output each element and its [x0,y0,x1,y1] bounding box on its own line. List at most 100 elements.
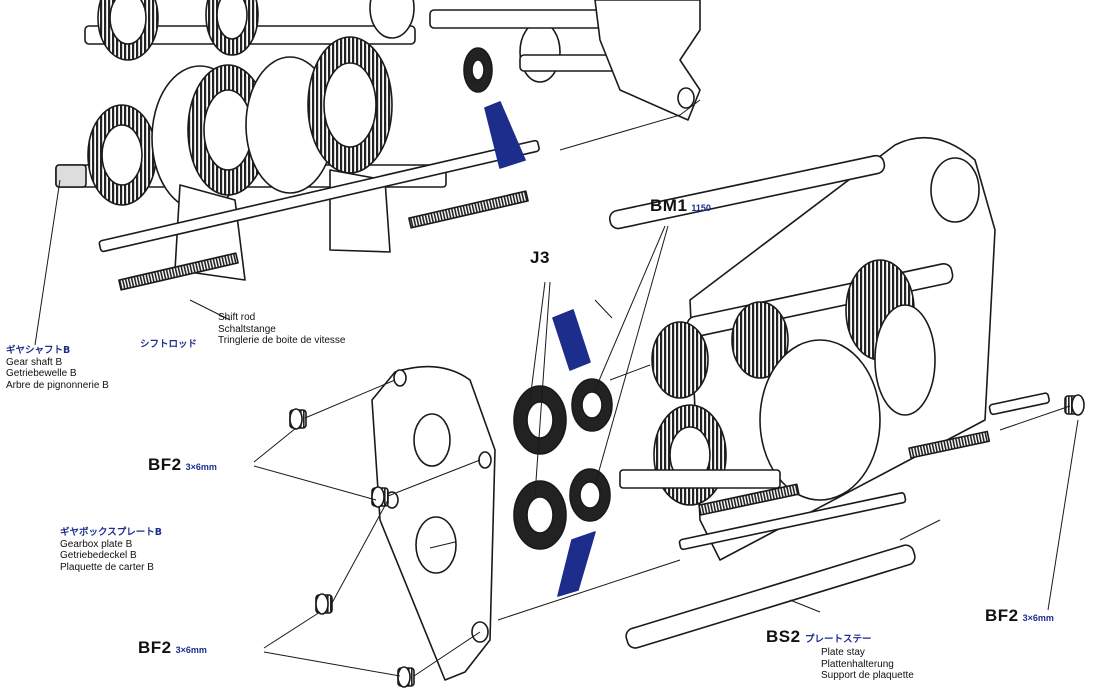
lower-shaft-end [988,392,1050,416]
bearing-1150-2-inner [579,481,601,509]
leader-bf2-b-2 [263,651,401,677]
lower-thread-1 [698,483,800,516]
leader-j3-1 [529,281,546,401]
label-gear-shaft-jp: ギヤシャフトB [6,345,71,356]
label-j3: J3 [530,248,550,268]
leader-bm1-2 [594,225,669,486]
top-ring [369,0,415,39]
lower-shift-rod [678,492,907,551]
label-bf2-c-size: 3×6mm [1022,613,1054,623]
gear-shaft-b-end [55,164,87,188]
upper-plate-fragment [594,0,701,121]
line-screw-1 [304,379,396,419]
line-screw-5 [999,405,1071,431]
plate-a-window [930,157,980,223]
gear-c-5 [874,304,936,416]
gear-b-1-hub [101,124,143,186]
shift-rod-thread [118,252,239,291]
label-bs2-en: Plate stay [821,647,865,659]
label-shift-rod-fr: Tringlerie de boite de vitesse [218,335,346,346]
grease-tube-lower [557,531,596,597]
leader-upper [559,99,701,151]
label-gear-shaft-en: Gear shaft B [6,356,63,368]
line-plate-b [429,541,456,549]
upper-plate-hole [677,87,695,109]
plate-b-hole-1 [413,413,451,467]
plate-b-hole-2 [415,516,457,574]
line-screw-2 [387,459,481,497]
label-bf2-a-size: 3×6mm [185,462,217,472]
leader-bs2 [789,599,821,613]
label-shift-rod-de: Schaltstange [218,323,276,335]
label-bs2: BS2 プレートステー Plate stay Plattenhalterung … [766,627,914,682]
upper-gear-assembly [55,0,701,291]
bearing-j3-2-inner [526,496,554,534]
leader-bf2-right [1047,419,1079,611]
leader-bm1-1 [594,225,666,391]
label-bs2-code: BS2 [766,627,801,646]
label-bs2-jp: プレートステー [805,634,872,645]
upper-ring [519,21,561,83]
label-gearbox-plate: ギヤボックスプレートB Gearbox plate B Getriebedeck… [60,527,162,573]
assembly-lines [189,225,1079,677]
label-bs2-fr: Support de plaquette [821,670,914,682]
line-bearing-mid [609,364,651,381]
top-gear-2-hub [216,0,248,40]
label-gearbox-plate-en: Gearbox plate B [60,538,133,550]
gear-cluster-body [759,339,881,501]
label-shift-rod-en: Shift rod [218,312,256,323]
leader-gear-shaft [34,179,61,346]
label-bf2-a-code: BF2 [148,455,182,474]
gear-b-3-hub [323,62,377,148]
label-j3-code: J3 [530,248,550,267]
screw-bf2-4 [397,666,415,688]
lower-thread-2 [908,430,991,459]
leader-bf2-a-2 [253,427,297,463]
screw-bf2-2 [371,486,389,508]
gear-c-1 [651,321,709,399]
line-upper-stay [594,299,613,319]
screw-bf2-5 [1064,394,1085,416]
top-gear-1-hub [109,0,147,45]
leader-bf2-a-1 [253,465,377,501]
label-gear-shaft-fr: Arbre de pignonnerie B [6,379,109,391]
leader-bf2-b-1 [263,611,321,649]
shift-rod [98,139,540,253]
screw-bf2-3 [315,593,333,615]
output-shaft [619,469,781,489]
label-bm1-code: BM1 [650,196,688,215]
upper-bearing-inner [471,59,485,81]
leader-shift-rod [189,299,231,321]
label-gear-shaft: ギヤシャフトB Gear shaft B Getriebewelle B Arb… [6,345,109,391]
lower-gear-assembly [289,137,1085,688]
label-gear-shaft-de: Getriebewelle B [6,368,77,380]
label-shift-rod-jp: シフトロッド [140,339,198,350]
line-stay-right [899,519,941,541]
label-gearbox-plate-fr: Plaquette de carter B [60,561,154,573]
upper-plate-stay [608,154,886,230]
screw-bf2-1 [289,408,307,430]
label-bm1-qty: 1150 [691,203,711,213]
line-screw-3 [331,499,389,604]
leader-j3-2 [534,281,551,496]
label-gearbox-plate-de: Getriebedeckel B [60,550,137,562]
plate-b-screw-hole-2 [478,451,492,469]
label-gearbox-plate-jp: ギヤボックスプレートB [60,527,162,538]
gear-b-2-hub [203,89,253,171]
label-bf2-b-code: BF2 [138,638,172,657]
label-bf2-c-code: BF2 [985,606,1019,625]
label-bf2-b-size: 3×6mm [175,645,207,655]
grease-tube-upper [484,101,526,169]
bearing-1150-1-inner [581,391,603,419]
shift-rod-thread-2 [408,190,529,229]
plate-stay-bs2 [625,544,916,649]
label-bs2-de: Plattenhalterung [821,658,894,670]
gear-c-2 [731,301,789,379]
line-stay-left [497,559,681,621]
grease-tube-mid [552,309,591,371]
